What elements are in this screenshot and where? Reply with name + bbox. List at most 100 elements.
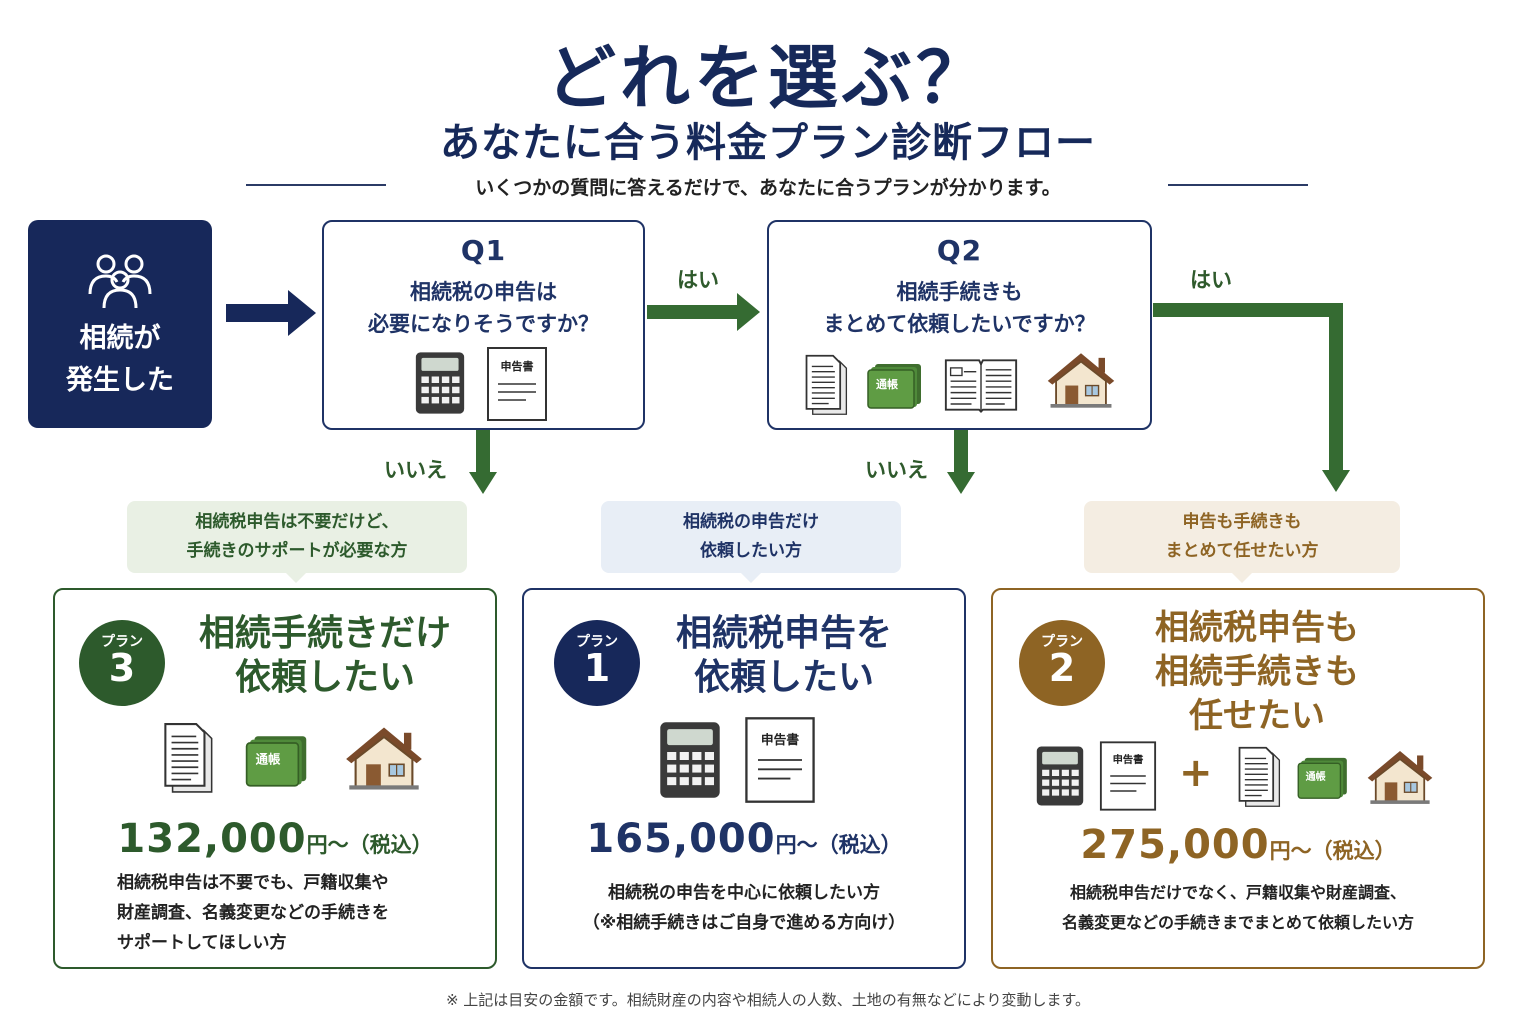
plan-2-card: プラン 2 相続税申告も 相続手続きも 任せたい 申告書 + 通帳 275,00… (991, 588, 1485, 969)
start-label: 相続が 発生した (66, 323, 174, 396)
plan-3-badge-number: 3 (108, 646, 136, 690)
tax-form-icon: 申告書 (1099, 741, 1157, 811)
footnote: ※ 上記は目安の金額です。相続財産の内容や相続人の人数、土地の有無などにより変動… (445, 991, 1091, 1009)
passbook-icon-label: 通帳 (1306, 770, 1327, 783)
plan-1-badge-label: プラン (576, 634, 618, 650)
lead-text: いくつかの質問に答えるだけで、あなたに合うプランが分かります。 (475, 177, 1061, 199)
document-icon (159, 722, 217, 794)
plan-1-title-line2: 依頼したい (693, 657, 874, 698)
passbook-icon: 通帳 (867, 364, 921, 409)
plan-2-badge: プラン 2 (1019, 620, 1105, 706)
question-2-line2: まとめて依頼したいですか？ (823, 312, 1096, 336)
plan-3-desc-line3: サポートしてほしい方 (117, 933, 287, 953)
right-divider (1168, 184, 1308, 186)
bubble-plan1-line1: 相続税の申告だけ (683, 512, 819, 532)
family-icon (88, 254, 152, 309)
q1-yes-arrow (647, 293, 760, 331)
bubble-plan3-line1: 相続税申告は不要だけど、 (195, 512, 399, 532)
bubble-plan2: 申告も手続きも まとめて任せたい方 (1084, 501, 1400, 573)
tax-form-icon-label: 申告書 (501, 359, 534, 373)
tax-form-icon: 申告書 (745, 717, 815, 803)
plan-2-price: 275,000円〜（税込） (993, 822, 1483, 868)
plan-3-description: 相続税申告は不要でも、戸籍収集や 財産調査、名義変更などの手続きを サポートして… (117, 868, 389, 958)
bubble-plan2-tail (1232, 573, 1252, 583)
q2-no-arrow (947, 430, 975, 494)
question-2-box: Q2 相続手続きも まとめて依頼したいですか？ 通帳 (767, 220, 1152, 430)
plan-1-desc-line2: （※相続手続きはご自身で進める方向け） (582, 913, 906, 933)
q2-yes-label: はい (1190, 268, 1232, 292)
calculator-icon (1035, 744, 1085, 808)
question-1-line2: 必要になりそうですか？ (368, 312, 599, 336)
plan-1-price-suffix: 円〜（税込） (775, 833, 902, 857)
plan-3-price: 132,000円〜（税込） (55, 816, 495, 862)
start-box: 相続が 発生した (28, 220, 212, 428)
question-1-box: Q1 相続税の申告は 必要になりそうですか？ 申告書 (322, 220, 645, 430)
bubble-plan1-tail (741, 573, 761, 583)
q1-no-arrow (469, 430, 497, 494)
document-icon (1235, 746, 1283, 808)
q1-yes-label: はい (677, 268, 719, 292)
bubble-plan1: 相続税の申告だけ 依頼したい方 (601, 501, 901, 573)
plan-1-price: 165,000円〜（税込） (524, 816, 964, 862)
left-divider (246, 184, 386, 186)
plan-1-title-line1: 相続税申告を (675, 613, 892, 654)
question-2-text: 相続手続きも まとめて依頼したいですか？ (769, 276, 1150, 340)
page-title: どれを選ぶ？ (546, 36, 990, 119)
tax-form-icon-label: 申告書 (1113, 753, 1144, 766)
bubble-plan2-line1: 申告も手続きも (1182, 512, 1302, 532)
bubble-plan1-line2: 依頼したい方 (700, 541, 802, 561)
start-to-q1-arrow (226, 290, 316, 336)
plan-1-badge: プラン 1 (554, 620, 640, 706)
plan-1-badge-number: 1 (583, 646, 611, 690)
house-icon (343, 724, 425, 792)
passbook-icon-label: 通帳 (256, 751, 281, 766)
plan-3-badge: プラン 3 (79, 620, 165, 706)
plan-1-card: プラン 1 相続税申告を 依頼したい 申告書 165,000円〜（税込） 相続税… (522, 588, 966, 969)
bubble-plan3-tail (286, 573, 306, 583)
passbook-icon: 通帳 (1297, 757, 1347, 799)
plan-2-title-line2: 相続手続きも (1155, 652, 1359, 692)
tax-form-icon: 申告書 (487, 347, 547, 421)
plan-2-description: 相続税申告だけでなく、戸籍収集や財産調査、 名義変更などの手続きまでまとめて依頼… (993, 878, 1483, 938)
plan-1-description: 相続税の申告を中心に依頼したい方 （※相続手続きはご自身で進める方向け） (524, 878, 964, 938)
question-1-number: Q1 (460, 234, 507, 267)
plan-2-badge-number: 2 (1048, 646, 1076, 690)
plan-2-title: 相続税申告も 相続手続きも 任せたい (1117, 606, 1397, 738)
question-1-line1: 相続税の申告は (410, 280, 557, 304)
page-subtitle: あなたに合う料金プラン診断フロー (440, 119, 1096, 166)
bubble-plan2-line2: まとめて任せたい方 (1165, 541, 1319, 561)
plan-3-badge-label: プラン (101, 634, 143, 650)
plan-2-desc-line2: 名義変更などの手続きまでまとめて依頼したい方 (1061, 913, 1414, 932)
bubble-plan3-line2: 手続きのサポートが必要な方 (186, 541, 408, 561)
passbook-icon-label: 通帳 (876, 377, 898, 391)
plan-2-price-amount: 275,000 (1080, 822, 1270, 868)
plan-2-desc-line1: 相続税申告だけでなく、戸籍収集や財産調査、 (1069, 883, 1406, 902)
plan-2-badge-label: プラン (1041, 634, 1083, 650)
passbook-icon: 通帳 (245, 736, 307, 787)
tax-form-icon-label: 申告書 (761, 732, 799, 748)
plan-3-title: 相続手続きだけ 依頼したい (175, 612, 475, 700)
q2-no-label: いいえ (865, 458, 928, 482)
bubble-plan3: 相続税申告は不要だけど、 手続きのサポートが必要な方 (127, 501, 467, 573)
plan-3-desc-line2: 財産調査、名義変更などの手続きを (117, 903, 389, 923)
plus-sign: + (1179, 750, 1213, 796)
question-2-number: Q2 (936, 234, 983, 267)
plan-3-desc-line1: 相続税申告は不要でも、戸籍収集や (117, 873, 389, 893)
plan-2-title-line3: 任せたい (1189, 696, 1325, 736)
plan-3-title-line2: 依頼したい (234, 657, 415, 698)
plan-1-title: 相続税申告を 依頼したい (644, 612, 924, 700)
plan-3-card: プラン 3 相続手続きだけ 依頼したい 通帳 132,000円〜（税込） 相続税… (53, 588, 497, 969)
plan-3-title-line1: 相続手続きだけ (198, 613, 451, 654)
question-2-line1: 相続手続きも (896, 280, 1023, 304)
plan-2-title-line1: 相続税申告も (1155, 608, 1359, 648)
calculator-icon (658, 720, 722, 800)
question-1-text: 相続税の申告は 必要になりそうですか？ (324, 276, 643, 340)
q1-no-label: いいえ (384, 458, 447, 482)
plan-1-price-amount: 165,000 (586, 816, 776, 862)
plan-2-price-suffix: 円〜（税込） (1269, 839, 1396, 863)
house-icon (1365, 748, 1435, 806)
plan-3-price-amount: 132,000 (117, 816, 307, 862)
q2-yes-arrow (1153, 303, 1350, 492)
plan-1-desc-line1: 相続税の申告を中心に依頼したい方 (608, 883, 880, 903)
